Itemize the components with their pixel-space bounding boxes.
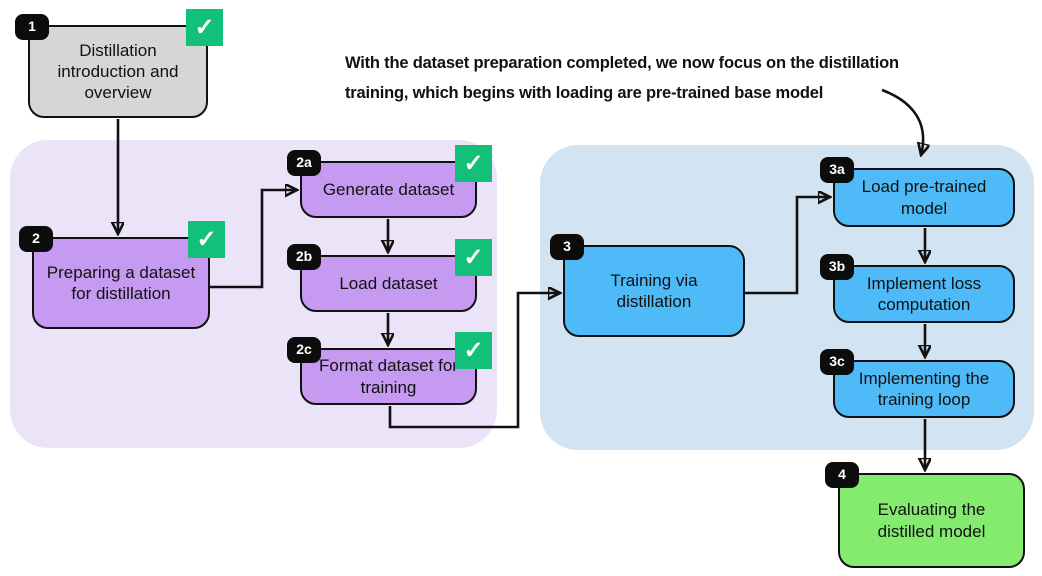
check-icon: ✓ [455,332,492,369]
node-label: Evaluating the distilled model [877,500,986,541]
node-label: Training via distillation [610,270,698,311]
check-icon: ✓ [455,239,492,276]
node-2a-generate-dataset: 2a ✓ Generate dataset [287,145,492,218]
step-badge-4: 4 [825,462,859,488]
node-3a-load-pretrained-model: 3a Load pre-trained model [820,157,1015,227]
node-3b-implement-loss: 3b Implement loss computation [820,254,1015,323]
node-label: Implementing the training loop [858,368,990,409]
node-label: Format dataset for training [319,356,458,397]
connector-2c-to-3 [388,293,560,429]
node-label: Load pre-trained model [861,177,987,218]
step-badge-3a: 3a [820,157,854,183]
node-1-distillation-introduction: 1 ✓ Distillation introduction and overvi… [15,9,223,118]
node-2b-load-dataset: 2b ✓ Load dataset [287,239,492,312]
check-icon: ✓ [188,221,225,258]
node-3-training-via-distillation: 3 Training via distillation [550,234,745,337]
step-badge-3c: 3c [820,349,854,375]
connector-3-to-3a [745,197,830,295]
check-icon: ✓ [455,145,492,182]
step-badge-2c: 2c [287,337,321,363]
node-3c-training-loop: 3c Implementing the training loop [820,349,1015,418]
step-badge-2a: 2a [287,150,321,176]
step-badge-2b: 2b [287,244,321,270]
annotation-line-1: With the dataset preparation completed, … [345,54,899,72]
node-2c-format-dataset: 2c ✓ Format dataset for training [287,332,492,405]
step-badge-2: 2 [19,226,53,252]
node-label: Preparing a dataset for distillation [46,262,196,303]
step-badge-3: 3 [550,234,584,260]
node-label: Implement loss computation [866,273,982,314]
step-badge-3b: 3b [820,254,854,280]
node-label: Load dataset [339,273,438,293]
annotation-arrow [881,88,923,155]
step-badge-1: 1 [15,14,49,40]
annotation-text: With the dataset preparation completed, … [345,48,899,108]
node-label: Distillation introduction and overview [57,40,179,103]
node-4-evaluating-model: 4 Evaluating the distilled model [825,462,1025,568]
node-2-preparing-dataset: 2 ✓ Preparing a dataset for distillation [19,221,225,329]
connector-2-to-2a [210,190,297,289]
node-label: Generate dataset [322,179,455,199]
annotation-line-2: training, which begins with loading are … [345,84,824,102]
check-icon: ✓ [186,9,223,46]
